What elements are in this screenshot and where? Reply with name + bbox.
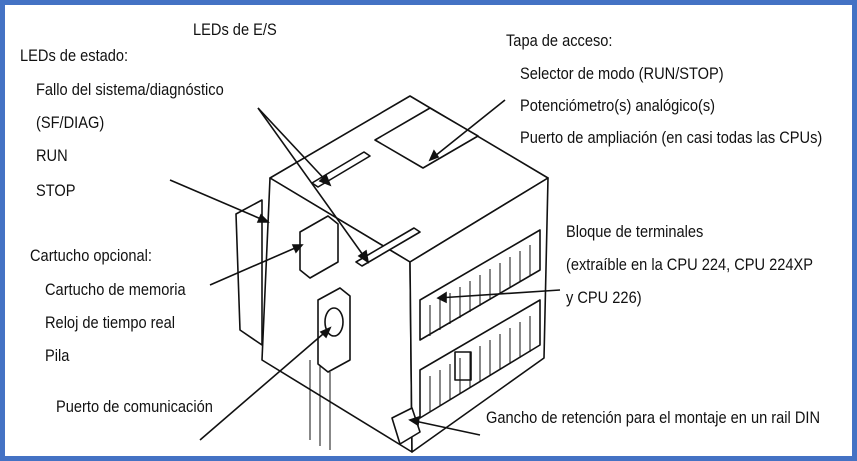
label-extraible: (extraíble en la CPU 224, CPU 224XP xyxy=(566,255,814,274)
label-reloj: Reloj de tiempo real xyxy=(45,313,176,332)
din-mount-left xyxy=(235,199,263,346)
label-puerto-com: Puerto de comunicación xyxy=(56,397,213,416)
label-fallo: Fallo del sistema/diagnóstico xyxy=(36,80,224,99)
label-run: RUN xyxy=(36,146,68,165)
label-leds-es: LEDs de E/S xyxy=(193,20,277,39)
access-cover xyxy=(374,107,479,169)
din-rail-foot xyxy=(454,351,472,381)
label-sf-diag: (SF/DIAG) xyxy=(36,113,105,132)
label-selector: Selector de modo (RUN/STOP) xyxy=(520,64,724,83)
label-cartucho-opcional: Cartucho opcional: xyxy=(30,246,152,265)
label-tapa: Tapa de acceso: xyxy=(506,31,613,50)
label-cartucho-memoria: Cartucho de memoria xyxy=(45,280,186,299)
label-leds-estado: LEDs de estado: xyxy=(20,46,129,65)
label-stop: STOP xyxy=(36,181,76,200)
io-led-strip-bottom xyxy=(355,227,421,267)
terminal-lines xyxy=(309,245,531,450)
label-gancho: Gancho de retención para el montaje en u… xyxy=(486,408,821,427)
din-clip xyxy=(391,407,421,445)
label-puerto-ampliacion: Puerto de ampliación (en casi todas las … xyxy=(520,128,823,147)
cartridge-slot xyxy=(299,215,339,279)
label-potenciometro: Potenciómetro(s) analógico(s) xyxy=(520,96,716,115)
label-cpu226: y CPU 226) xyxy=(566,288,642,307)
label-bloque: Bloque de terminales xyxy=(566,222,704,241)
label-pila: Pila xyxy=(45,346,70,365)
leader-lines xyxy=(169,99,561,441)
